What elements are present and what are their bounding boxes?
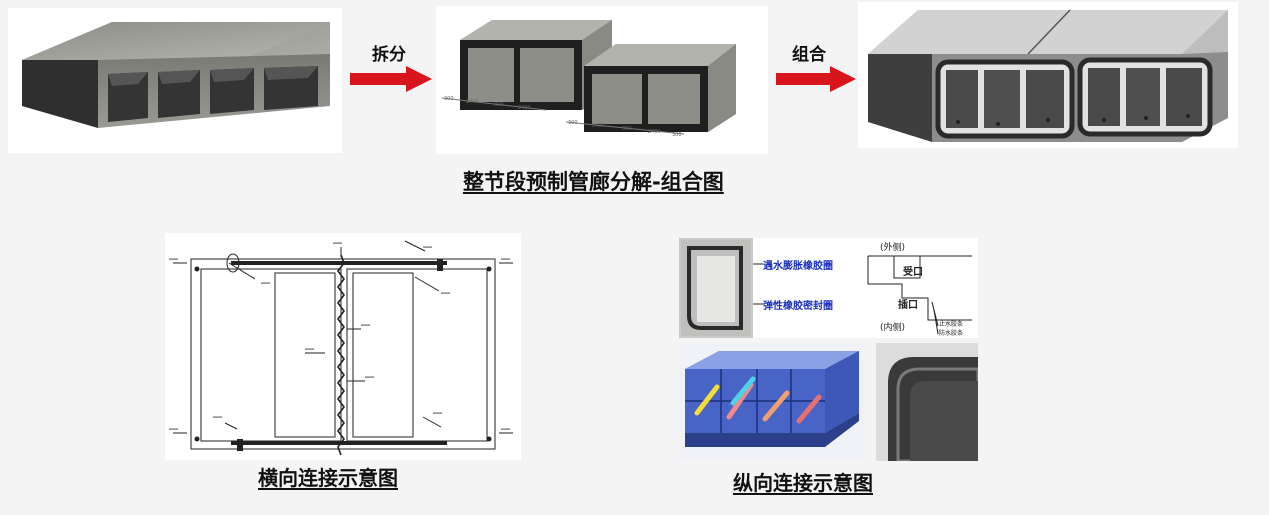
- gasket-frame-illustration: [681, 240, 751, 336]
- label-swelling-ring: 遇水膨胀橡胶圈: [763, 261, 833, 272]
- longitudinal-photo-panel: [876, 343, 980, 463]
- gasket-inset-panel: [679, 238, 753, 338]
- svg-text:2400: 2400: [592, 123, 605, 129]
- combined-segment-panel: [858, 2, 1238, 148]
- svg-text:300: 300: [568, 120, 578, 126]
- transverse-caption: 横向连接示意图: [258, 466, 398, 490]
- svg-text:2400: 2400: [518, 105, 531, 111]
- svg-text:═══: ═══: [422, 245, 433, 251]
- svg-text:═══: ═══: [500, 257, 511, 263]
- split-arrow-icon: [350, 66, 432, 92]
- svg-text:═══: ═══: [332, 241, 343, 247]
- svg-text:2400: 2400: [466, 99, 479, 105]
- svg-text:═══: ═══: [440, 291, 451, 297]
- longitudinal-3d-panel: [679, 343, 865, 461]
- split-segments-panel: 300 2400 300 2400 300 2400 300 2400 300: [436, 6, 768, 154]
- label-socket-receive: 受口: [903, 267, 923, 278]
- svg-text:═══: ═══: [360, 323, 371, 329]
- joint-detail-drawing: [867, 255, 972, 335]
- svg-text:300: 300: [622, 126, 632, 132]
- svg-text:300: 300: [494, 102, 504, 108]
- label-socket-insert: 插口: [898, 300, 918, 311]
- whole-segment-illustration: [22, 22, 330, 128]
- svg-text:300: 300: [444, 96, 454, 102]
- label-outer-side: (外侧): [880, 243, 906, 253]
- transverse-connection-panel: ═══ ═══ ═══ ═══ ═══ ═══ ═══ ═══ ═══ ═══ ═══ ══…: [165, 233, 521, 460]
- split-segments-illustration: 300 2400 300 2400 300 2400 300 2400 300: [441, 20, 736, 138]
- joint-detail-panel: [862, 238, 978, 338]
- combined-segment-illustration: [868, 9, 1228, 142]
- svg-text:═══: ═══: [168, 427, 179, 433]
- label-elastic-seal: 弹性橡胶密封圈: [763, 301, 833, 312]
- gasket-corner-photo: [876, 343, 980, 463]
- split-label: 拆分: [372, 45, 406, 65]
- svg-text:═══: ═══: [212, 415, 223, 421]
- svg-text:═══: ═══: [500, 427, 511, 433]
- svg-text:═══: ═══: [260, 281, 271, 287]
- whole-segment-panel: [8, 8, 342, 153]
- label-waterproof-strip: 防水胶条: [939, 330, 964, 337]
- label-waterstop-strip: 止水胶条: [939, 321, 964, 328]
- combine-arrow-icon: [776, 66, 856, 92]
- svg-text:═══: ═══: [304, 347, 315, 353]
- combine-label: 组合: [792, 45, 826, 65]
- svg-text:═══: ═══: [432, 411, 443, 417]
- top-caption: 整节段预制管廊分解-组合图: [463, 170, 724, 194]
- label-inner-side: (内侧): [880, 323, 906, 333]
- longitudinal-caption: 纵向连接示意图: [733, 471, 873, 495]
- svg-text:2400: 2400: [648, 129, 661, 135]
- transverse-connection-drawing: ═══ ═══ ═══ ═══ ═══ ═══ ═══ ═══ ═══ ═══ ═══ ══…: [168, 240, 513, 456]
- svg-text:═══: ═══: [168, 257, 179, 263]
- svg-text:═══: ═══: [364, 375, 375, 381]
- svg-text:300: 300: [672, 132, 682, 138]
- longitudinal-3d-illustration: [685, 351, 859, 447]
- gasket-labels-panel: [753, 238, 863, 338]
- gasket-leader-lines: [753, 263, 763, 305]
